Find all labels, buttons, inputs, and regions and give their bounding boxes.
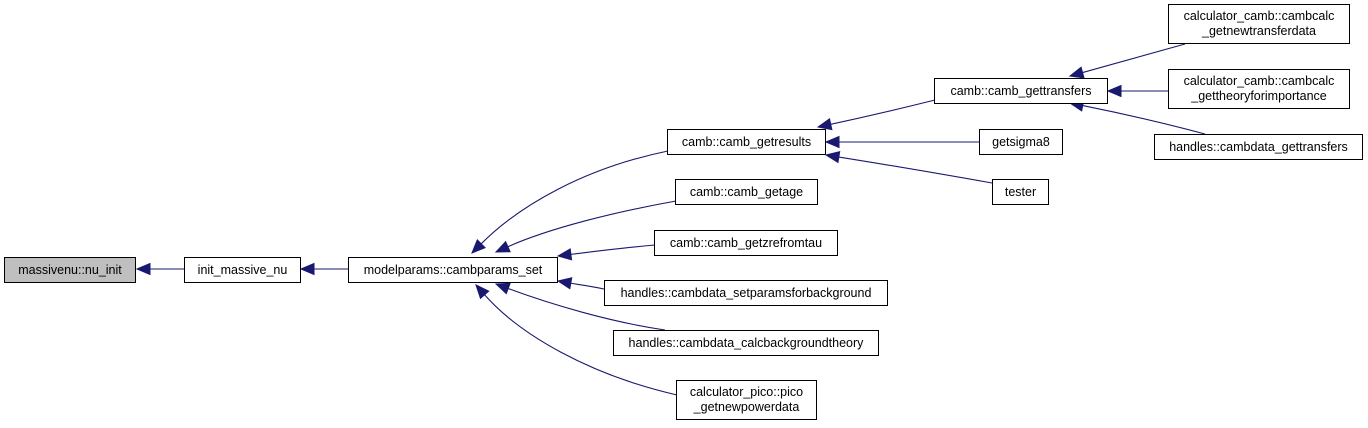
arrowhead-icon	[135, 262, 151, 276]
edge-n9-to-n3	[816, 99, 936, 131]
node-cambcalc-gettheoryforimportance[interactable]: calculator_camb::cambcalc _gettheoryfori…	[1168, 69, 1350, 109]
arrowhead-icon	[1068, 66, 1085, 79]
edge-line	[570, 282, 605, 290]
node-label-line-1: calculator_camb::cambcalc	[1183, 9, 1335, 23]
node-cambcalc-getnewtransferdata[interactable]: calculator_camb::cambcalc _getnewtransfe…	[1168, 4, 1350, 44]
node-camb-getresults[interactable]: camb::camb_getresults	[667, 129, 826, 155]
edge-line	[570, 244, 656, 255]
node-label: massivenu::nu_init	[18, 262, 122, 277]
edge-n3-to-n2	[471, 150, 669, 254]
arrowhead-icon	[299, 262, 315, 276]
arrowhead-icon	[824, 135, 840, 149]
edge-n13-to-n9	[1106, 84, 1168, 98]
node-camb-getzrefromtau[interactable]: camb::camb_getzrefromtau	[654, 230, 838, 256]
edge-n6-to-n2	[556, 277, 605, 290]
edge-line	[838, 156, 993, 184]
edge-n10-to-n3	[824, 135, 979, 149]
node-label-line-2: _getnewtransferdata	[1202, 24, 1316, 38]
edge-line	[1082, 105, 1206, 135]
arrowhead-icon	[816, 118, 833, 131]
node-init-massive-nu[interactable]: init_massive_nu	[184, 257, 301, 283]
node-label-line-1: calculator_camb::cambcalc	[1183, 74, 1335, 88]
edge-n2-to-n1	[299, 262, 348, 276]
node-label: getsigma8	[992, 134, 1050, 149]
node-label: camb::camb_getage	[689, 184, 804, 199]
arrowhead-icon	[1106, 84, 1122, 98]
node-label: tester	[1004, 184, 1037, 199]
node-tester[interactable]: tester	[992, 179, 1049, 205]
node-label-line-2: _getnewpowerdata	[693, 400, 800, 414]
node-label: camb::camb_gettransfers	[950, 83, 1092, 98]
edge-line	[1082, 43, 1186, 74]
edge-line	[507, 200, 677, 248]
edge-n1-to-n0	[135, 262, 184, 276]
arrowhead-icon	[556, 248, 573, 261]
node-cambdata-calcbackgroundtheory[interactable]: handles::cambdata_calcbackgroundtheory	[613, 330, 879, 356]
edge-line	[480, 150, 669, 245]
arrowhead-icon	[494, 282, 511, 295]
edge-line	[484, 294, 678, 396]
arrowhead-icon	[475, 284, 490, 300]
node-getsigma8[interactable]: getsigma8	[979, 129, 1063, 155]
node-label: init_massive_nu	[197, 262, 288, 277]
edge-n8-to-n2	[475, 284, 678, 396]
edge-line	[830, 99, 936, 125]
node-label: handles::cambdata_calcbackgroundtheory	[628, 335, 864, 350]
node-cambdata-gettransfers[interactable]: handles::cambdata_gettransfers	[1154, 134, 1363, 160]
edge-n4-to-n2	[494, 200, 677, 253]
edge-n5-to-n2	[556, 244, 656, 261]
arrowhead-icon	[824, 150, 841, 164]
edge-n11-to-n3	[824, 150, 993, 184]
node-camb-gettransfers[interactable]: camb::camb_gettransfers	[934, 78, 1108, 104]
node-label-line-2: _gettheoryforimportance	[1191, 89, 1327, 103]
node-label: camb::camb_getzrefromtau	[669, 235, 823, 250]
edge-n7-to-n2	[494, 282, 666, 331]
edge-line	[508, 287, 666, 331]
arrowhead-icon	[471, 239, 486, 254]
node-label: handles::cambdata_gettransfers	[1169, 139, 1348, 154]
edge-n12-to-n9	[1068, 43, 1186, 79]
arrowhead-icon	[556, 277, 573, 290]
node-cambdata-setparamsforbackground[interactable]: handles::cambdata_setparamsforbackground	[604, 280, 888, 306]
arrowhead-icon	[494, 240, 511, 253]
node-camb-getage[interactable]: camb::camb_getage	[675, 179, 818, 205]
node-label: handles::cambdata_setparamsforbackground	[620, 285, 872, 300]
node-modelparams-cambparams-set[interactable]: modelparams::cambparams_set	[348, 257, 558, 283]
node-label: modelparams::cambparams_set	[363, 262, 543, 277]
node-label: camb::camb_getresults	[681, 134, 812, 149]
node-pico-getnewpowerdata[interactable]: calculator_pico::pico _getnewpowerdata	[676, 380, 817, 420]
node-label-line-1: calculator_pico::pico	[689, 385, 804, 399]
node-massivenu-nu-init: massivenu::nu_init	[4, 257, 136, 283]
